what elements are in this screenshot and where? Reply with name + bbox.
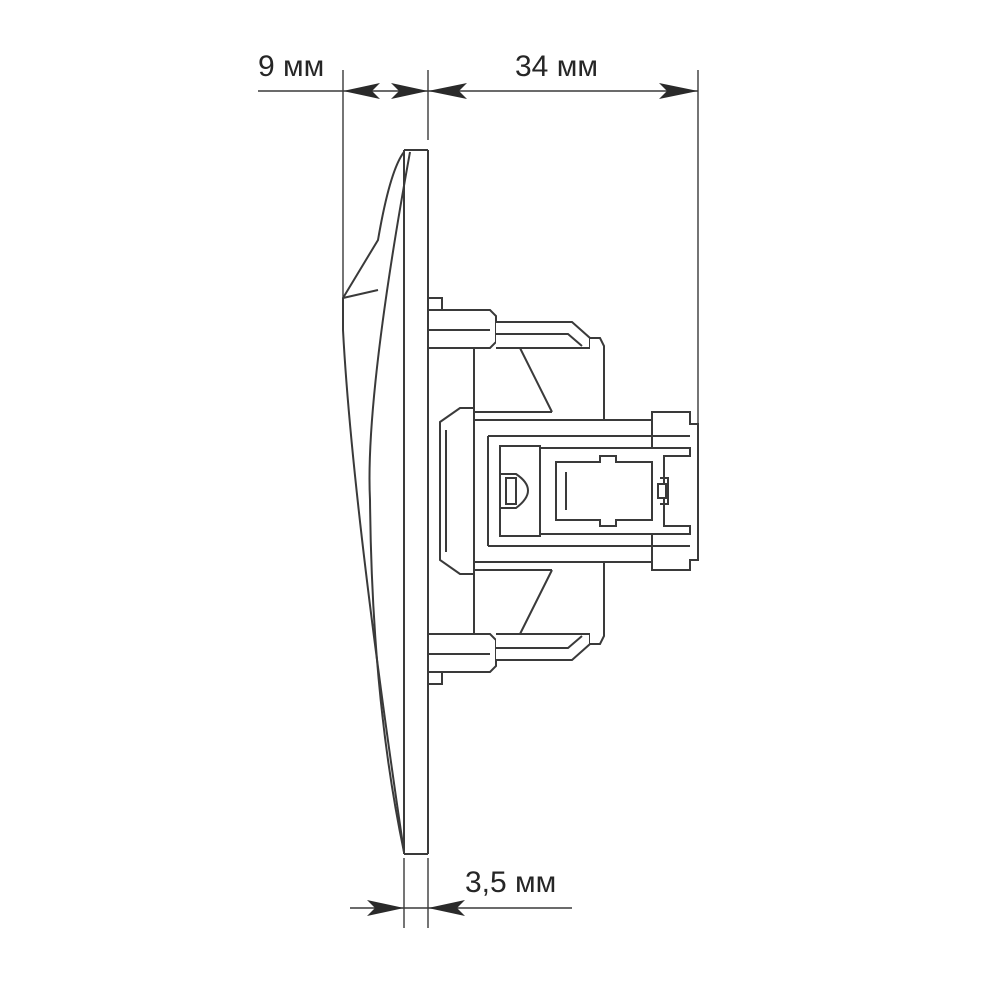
dimension-3-5mm: 3,5 мм <box>350 858 572 928</box>
cover-plate <box>342 149 429 855</box>
bottom-claw-arm-inner <box>496 635 583 649</box>
socket-mechanism <box>427 297 699 685</box>
housing-upper-wedge <box>473 347 553 413</box>
contact-spring <box>660 477 669 505</box>
cover-inner-curve <box>368 151 411 853</box>
dimension-9mm: 9 мм <box>258 50 429 298</box>
contact-cavity <box>555 455 653 527</box>
top-claw-arm-inner <box>496 333 583 347</box>
arrow-head-left <box>343 83 380 99</box>
bottom-claw-tip <box>590 559 605 645</box>
dimension-34mm: 34 мм <box>428 50 699 430</box>
arrow-head-right <box>428 900 465 916</box>
jack-frame <box>499 445 541 537</box>
housing-lower-wedge <box>473 569 553 635</box>
dimension-label-34mm: 34 мм <box>515 50 598 83</box>
jack-latch <box>500 473 529 509</box>
arrow-head-right <box>659 83 698 99</box>
top-claw-tip <box>590 337 605 421</box>
arrow-head-left <box>367 900 404 916</box>
central-body <box>439 407 475 575</box>
arrow-head-left <box>428 83 467 99</box>
dimension-label-3-5mm: 3,5 мм <box>465 866 556 899</box>
cover-edge-tab <box>342 289 379 299</box>
cover-outer-face <box>342 151 405 853</box>
jack-clip <box>505 477 517 505</box>
contact-nub <box>657 483 667 499</box>
arrow-head-right <box>391 83 428 99</box>
dimension-label-9mm: 9 мм <box>258 50 324 83</box>
